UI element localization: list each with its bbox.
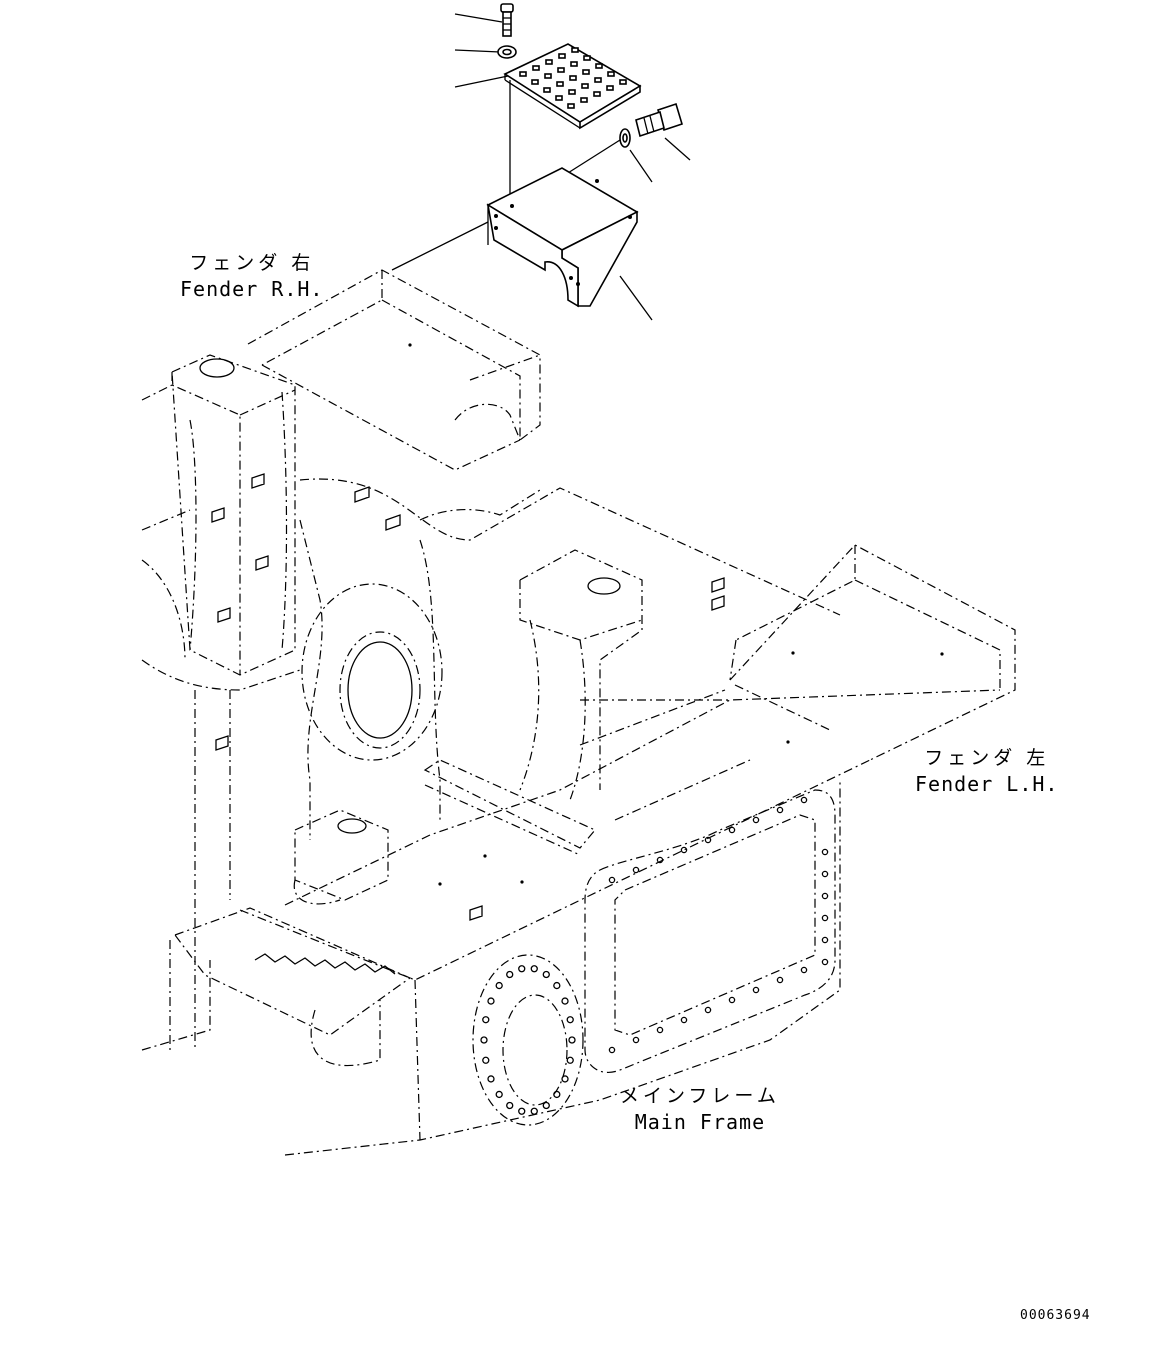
panel-hole: [632, 866, 640, 874]
panel-hole: [656, 856, 664, 864]
ring-hole: [487, 1075, 495, 1083]
ring-hole: [482, 1056, 490, 1064]
ring-hole: [566, 1056, 574, 1064]
cover-bracket: [486, 167, 639, 308]
panel-hole: [680, 1016, 688, 1024]
leader-bolt-side: [664, 137, 691, 161]
plate-hole: [606, 85, 614, 91]
label-fender-rh: フェンダ 右 Fender R.H.: [180, 250, 323, 302]
leader-cover: [619, 275, 653, 321]
ring-hole: [487, 997, 495, 1005]
panel-hole: [608, 876, 616, 884]
plate-hole: [571, 47, 579, 53]
panel-hole: [800, 966, 808, 974]
plate-hole: [595, 63, 603, 69]
plate-hole: [580, 97, 588, 103]
panel-hole: [608, 1046, 616, 1054]
panel-hole: [821, 914, 829, 922]
leader-step-plate: [454, 75, 509, 88]
ring-hole: [518, 965, 526, 973]
panel-hole: [656, 1026, 664, 1034]
ring-hole: [530, 965, 538, 973]
panel-hole: [821, 892, 829, 900]
panel-hole: [776, 806, 784, 814]
plate-hole: [583, 55, 591, 61]
plate-hole: [567, 103, 575, 109]
assembly-line-bolt: [559, 139, 621, 179]
leader-lines: [391, 13, 691, 321]
label-fender-rh-en: Fender R.H.: [180, 277, 324, 301]
panel-hole: [776, 976, 784, 984]
ring-hole: [568, 1036, 576, 1044]
plate-hole: [619, 79, 627, 85]
ring-hole: [495, 981, 503, 990]
leader-bolt-top: [454, 13, 503, 23]
ring-hole: [495, 1090, 503, 1099]
washer-side: [619, 128, 631, 148]
plate-hole: [581, 83, 589, 89]
panel-hole: [752, 816, 760, 824]
label-fender-lh: フェンダ 左 Fender L.H.: [915, 745, 1058, 797]
plate-hole: [569, 75, 577, 81]
panel-hole: [704, 1006, 712, 1014]
plate-hole: [594, 77, 602, 83]
label-main-frame: メインフレーム Main Frame: [620, 1083, 780, 1135]
ring-hole: [530, 1107, 538, 1115]
label-fender-rh-jp: フェンダ 右: [189, 252, 315, 274]
assembly-line-cover: [391, 221, 489, 271]
plate-hole: [568, 89, 576, 95]
panel-hole: [680, 846, 688, 854]
ring-hole: [506, 1101, 514, 1110]
ring-hole: [542, 1101, 550, 1110]
label-fender-lh-jp: フェンダ 左: [924, 747, 1050, 769]
label-main-frame-en: Main Frame: [634, 1110, 766, 1134]
plate-hole: [582, 69, 590, 75]
ring-hole: [561, 1075, 569, 1083]
panel-hole: [632, 1036, 640, 1044]
ring-hole: [553, 981, 561, 990]
plate-hole: [532, 65, 540, 71]
panel-hole: [821, 870, 829, 878]
plate-hole: [593, 91, 601, 97]
leader-washer-top: [454, 49, 501, 53]
panel-hole: [728, 996, 736, 1004]
plate-hole: [544, 73, 552, 79]
main-frame-outline: [141, 269, 1016, 1156]
plate-hole: [555, 95, 563, 101]
plate-hole: [543, 87, 551, 93]
ring-hole: [480, 1036, 488, 1044]
washer-top: [497, 45, 517, 59]
drawing-number: 00063694: [1020, 1308, 1091, 1323]
ring-hole: [566, 1016, 574, 1024]
plate-hole: [556, 81, 564, 87]
step-plate: [503, 43, 642, 130]
ring-hole: [542, 970, 550, 979]
plate-hole: [531, 79, 539, 85]
panel-hole: [800, 796, 808, 804]
label-fender-lh-en: Fender L.H.: [915, 772, 1059, 796]
panel-hole: [752, 986, 760, 994]
panel-hole: [821, 936, 829, 944]
plate-hole: [607, 71, 615, 77]
panel-hole: [821, 848, 829, 856]
plate-hole: [570, 61, 578, 67]
bolt-top: [500, 3, 514, 37]
ring-hole: [518, 1107, 526, 1115]
ring-hole: [553, 1090, 561, 1099]
label-main-frame-jp: メインフレーム: [620, 1085, 780, 1107]
plate-hole: [558, 53, 566, 59]
ring-hole: [506, 970, 514, 979]
panel-hole: [704, 836, 712, 844]
panel-hole: [821, 958, 829, 966]
ring-hole: [482, 1016, 490, 1024]
ring-hole: [561, 997, 569, 1005]
plate-hole: [545, 59, 553, 65]
panel-hole: [728, 826, 736, 834]
plate-hole: [519, 71, 527, 77]
bolt-side: [635, 102, 683, 138]
leader-washer-side: [629, 149, 653, 183]
plate-hole: [557, 67, 565, 73]
